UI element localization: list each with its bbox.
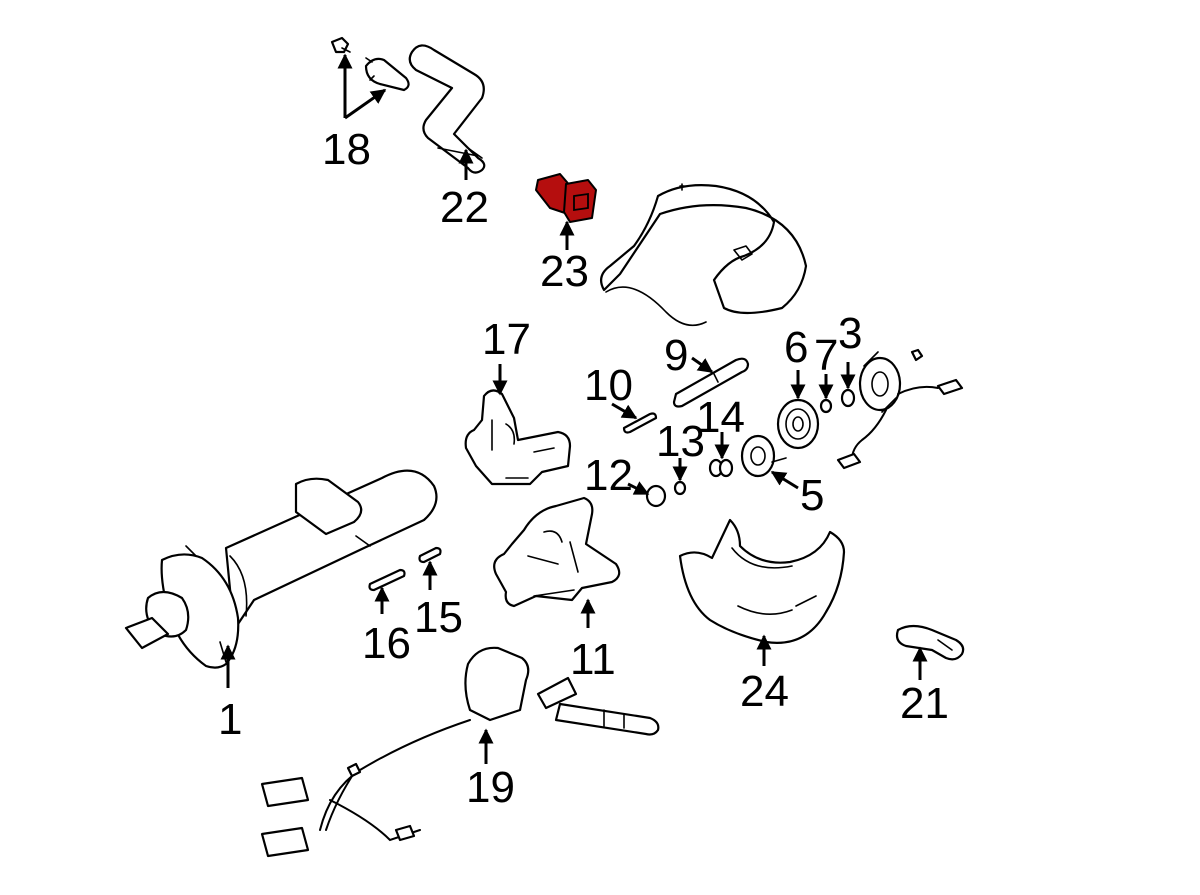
part-23-switch xyxy=(535,173,597,223)
part-7-ring xyxy=(819,398,833,414)
part-17-bracket xyxy=(464,389,572,486)
part-5-cam xyxy=(740,434,787,478)
part-15-pin xyxy=(418,546,442,564)
part-21-lever xyxy=(895,624,965,661)
part-16-pin xyxy=(368,568,406,592)
callout-19: 19 xyxy=(466,763,515,812)
part-18-bolt-pin xyxy=(330,36,410,92)
callout-12: 12 xyxy=(584,451,633,500)
callout-22: 22 xyxy=(440,183,489,232)
callout-18: 18 xyxy=(322,125,371,174)
part-9-pin xyxy=(672,357,750,408)
part-22-lever xyxy=(408,44,486,174)
part-upper-shroud xyxy=(599,183,808,327)
part-6-bearing xyxy=(776,398,820,450)
callout-6: 6 xyxy=(784,323,809,372)
arrow-18b xyxy=(344,88,387,120)
callout-10: 10 xyxy=(584,361,633,410)
callout-23: 23 xyxy=(540,247,589,296)
part-3-washer xyxy=(840,388,856,408)
part-coil-assembly xyxy=(836,348,964,470)
arrow-9 xyxy=(691,356,714,374)
part-24-lower-shroud xyxy=(678,518,846,644)
part-11-housing xyxy=(493,496,621,608)
callout-3: 3 xyxy=(838,309,863,358)
part-10-pin xyxy=(622,412,658,434)
arrow-12 xyxy=(627,481,650,496)
callout-11: 11 xyxy=(570,635,616,684)
callout-17: 17 xyxy=(482,315,531,364)
callout-14: 14 xyxy=(696,393,745,442)
callout-1: 1 xyxy=(218,695,243,744)
part-12-cap xyxy=(645,484,667,508)
callout-15: 15 xyxy=(414,593,463,642)
part-14-sleeve xyxy=(708,458,734,478)
callout-5: 5 xyxy=(800,471,825,520)
callout-9: 9 xyxy=(664,331,689,380)
callout-16: 16 xyxy=(362,619,411,668)
arrow-10 xyxy=(611,402,638,420)
callout-24: 24 xyxy=(740,667,789,716)
part-19-switch-assembly xyxy=(260,646,660,858)
part-1-column xyxy=(124,469,438,669)
part-13-clip xyxy=(673,480,687,496)
callout-13: 13 xyxy=(656,417,705,466)
callout-7: 7 xyxy=(814,331,839,380)
callout-21: 21 xyxy=(900,679,949,728)
leader-arrows xyxy=(220,53,928,764)
arrow-5 xyxy=(770,470,799,490)
